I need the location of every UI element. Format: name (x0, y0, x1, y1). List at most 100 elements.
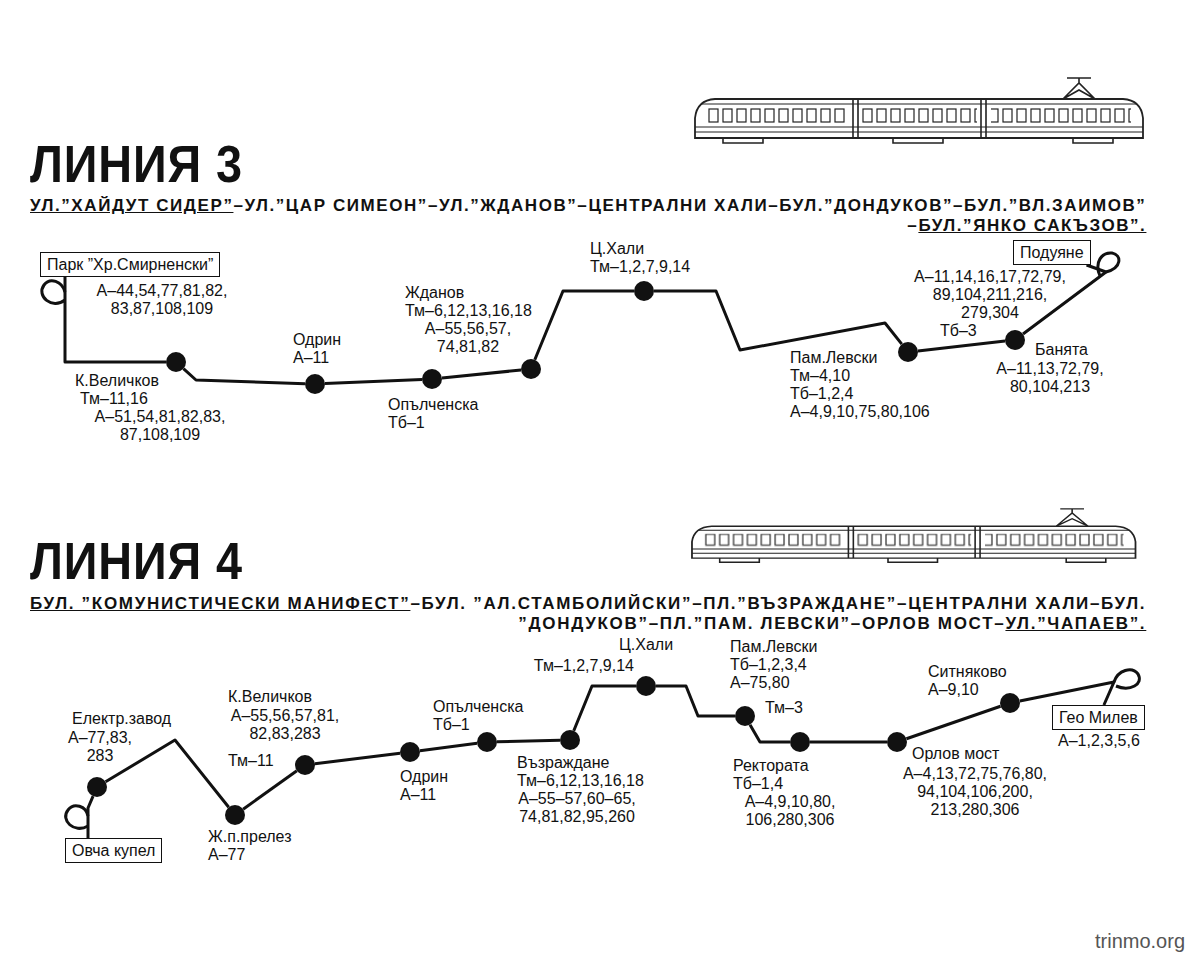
route-list: Тм–6,12,13,16,18 (517, 772, 644, 790)
stop-name: Ц.Хали (590, 240, 644, 258)
route-list: Тм–11 (228, 752, 274, 770)
stop-dot: Пам.ЛевскиТм–4,10Тб–1,2,4А–4,9,10,75,80,… (898, 342, 918, 362)
stop-name: Одрин (400, 768, 448, 786)
stop-name: Ж.п.прелез (208, 828, 291, 846)
track-line (442, 370, 521, 378)
terminus-box: Гео МилевА–1,2,3,5,6 (1052, 705, 1145, 730)
route-line: А–11,13,72,79, (996, 360, 1103, 378)
street-segment: –УЛ.”ЦАР СИМЕОН”–УЛ.”ЖДАНОВ”–ЦЕНТРАЛНИ Х… (233, 196, 1146, 215)
line-heading: ЛИНИЯ 4 (30, 535, 243, 587)
stop-name: Одрин (293, 331, 341, 349)
stop-dot: ЖдановТм–6,12,13,16,18А–55,56,57, 74,81,… (521, 359, 541, 379)
stop-name: К.Величков (75, 372, 159, 390)
route-list: Тм–3 (765, 699, 803, 717)
track-line (315, 753, 400, 764)
route-line: Тм–6,12,13,16,18 (405, 302, 532, 320)
stop-dot: Ж.п.прелезА–77 (225, 805, 245, 825)
route-line: Тб–1,2,4 (790, 385, 853, 403)
stop-dot: РекторатаТб–1,4А–4,9,10,80, 106,280,306 (790, 732, 810, 752)
route-line: А–55–57,60–65, (518, 790, 635, 808)
route-list: А–4,13,72,75,76,80, 94,104,106,200, 213,… (903, 765, 1047, 819)
track-line (656, 686, 735, 716)
track-line (654, 291, 902, 350)
stop-name: Ректората (733, 757, 809, 775)
stop-name: Електр.завод (72, 710, 171, 728)
route-line: А–4,13,72,75,76,80, (903, 765, 1047, 783)
terminus-name: Гео Милев (1059, 708, 1138, 727)
route-line: 82,83,283 (231, 725, 340, 743)
turning-loop (1114, 670, 1139, 688)
route-line: 279,304 (914, 304, 1066, 322)
stop-dot: СитняковоА–9,10 (1000, 693, 1020, 713)
route-line: Тм–1,2,7,9,14 (590, 258, 690, 276)
terminus-box: Парк ”Хр.Смирненски”А–44,54,77,81,82, 83… (40, 252, 220, 277)
route-list: Тб–1,4 (733, 775, 783, 793)
route-line: 213,280,306 (903, 801, 1047, 819)
route-list: А–44,54,77,81,82, 83,87,108,109 (97, 282, 228, 318)
stop-name: Опълченска (388, 396, 478, 414)
turning-loop (1098, 253, 1119, 276)
street-segment: –БУЛ. ”АЛ.СТАМБОЛИЙСКИ”–ПЛ.”ВЪЗРАЖДАНЕ”–… (410, 594, 1146, 613)
route-line: А–77 (208, 846, 245, 864)
stop-name: Опълченска (433, 698, 523, 716)
stop-name: Ц.Хали (619, 636, 673, 654)
route-line: 83,87,108,109 (97, 300, 228, 318)
route-line: А–11,14,16,17,72,79, (914, 268, 1066, 286)
route-line: 89,104,211,216, (914, 286, 1066, 304)
route-list: А–4,9,10,75,80,106 (790, 403, 930, 421)
route-list: А–75,80 (730, 674, 790, 692)
route-line: 283 (68, 747, 132, 765)
route-line: А–1,2,3,5,6 (1058, 732, 1140, 750)
route-list: Тм–11,16 (80, 390, 148, 408)
watermark: trinmo.org (1095, 930, 1185, 952)
route-list: Тб–1 (388, 414, 425, 432)
route-line: УЛ.”ХАЙДУТ СИДЕР”–УЛ.”ЦАР СИМЕОН”–УЛ.”ЖД… (30, 196, 1146, 216)
track-line (1020, 682, 1114, 705)
stop-dot: К.ВеличковТм–11,16А–51,54,81,82,83, 87,1… (166, 352, 186, 372)
track-line (810, 741, 887, 744)
route-line: Тм–11 (228, 752, 274, 770)
route-line: –БУЛ.”ЯНКО САКЪЗОВ”. (30, 216, 1146, 236)
stop-name: Пам.Левски (790, 349, 878, 367)
route-list: А–1,2,3,5,6 (1058, 732, 1140, 750)
track-line (88, 796, 93, 838)
route-list: А–11,14,16,17,72,79, 89,104,211,216, 279… (914, 268, 1066, 322)
route-list: Тб–3 (940, 322, 977, 340)
stop-dot: Ц.ХалиТм–1,2,7,9,14 (636, 676, 656, 696)
stop-dot: ОпълченскаТб–1 (477, 732, 497, 752)
line-heading: ЛИНИЯ 3 (30, 138, 243, 190)
street-segment: УЛ.”ХАЙДУТ СИДЕР” (30, 196, 233, 215)
stop-dot: ОпълченскаТб–1 (422, 369, 442, 389)
terminus-name: Овча купел (72, 841, 155, 860)
stop-dot: Ц.ХалиТм–1,2,7,9,14 (634, 281, 654, 301)
route-list: А–55–57,60–65, 74,81,82,95,260 (518, 790, 635, 826)
route-list: Тм–1,2,7,9,14 (590, 258, 690, 276)
route-list: Тм–4,10 (790, 367, 850, 385)
route-list: А–55,56,57, 74,81,82 (425, 320, 511, 356)
route-line: Тм–6,12,13,16,18 (517, 772, 644, 790)
tram-illustration (695, 78, 1143, 143)
stop-dot: Орлов мостА–4,13,72,75,76,80, 94,104,106… (887, 732, 907, 752)
stop-dot: Електр.заводА–77,83, 283 (87, 777, 107, 797)
stop-name: Възраждане (517, 754, 609, 772)
route-line: 74,81,82,95,260 (518, 808, 635, 826)
route-list: А–51,54,81,82,83, 87,108,109 (95, 408, 226, 444)
route-list: А–9,10 (928, 681, 979, 699)
track-line (325, 379, 422, 383)
route-list: Тм–1,2,7,9,14 (534, 657, 634, 675)
route-line: 74,81,82 (425, 338, 511, 356)
route-line: А–75,80 (730, 674, 790, 692)
track-line (106, 740, 229, 807)
tram-illustration (692, 509, 1136, 562)
route-line: Тб–3 (940, 322, 977, 340)
route-list: Тб–1,2,3,4 (730, 656, 807, 674)
route-list: А–77 (208, 846, 245, 864)
route-list: А–77,83, 283 (68, 729, 132, 765)
terminus-box: Овча купел (65, 838, 162, 863)
track-line (243, 771, 297, 809)
route-line: Тм–11,16 (80, 390, 148, 408)
route-list: А–55,56,57,81, 82,83,283 (231, 707, 340, 743)
route-line: Тб–1 (388, 414, 425, 432)
track-line (183, 369, 305, 384)
terminus-name: Парк ”Хр.Смирненски” (47, 255, 213, 274)
